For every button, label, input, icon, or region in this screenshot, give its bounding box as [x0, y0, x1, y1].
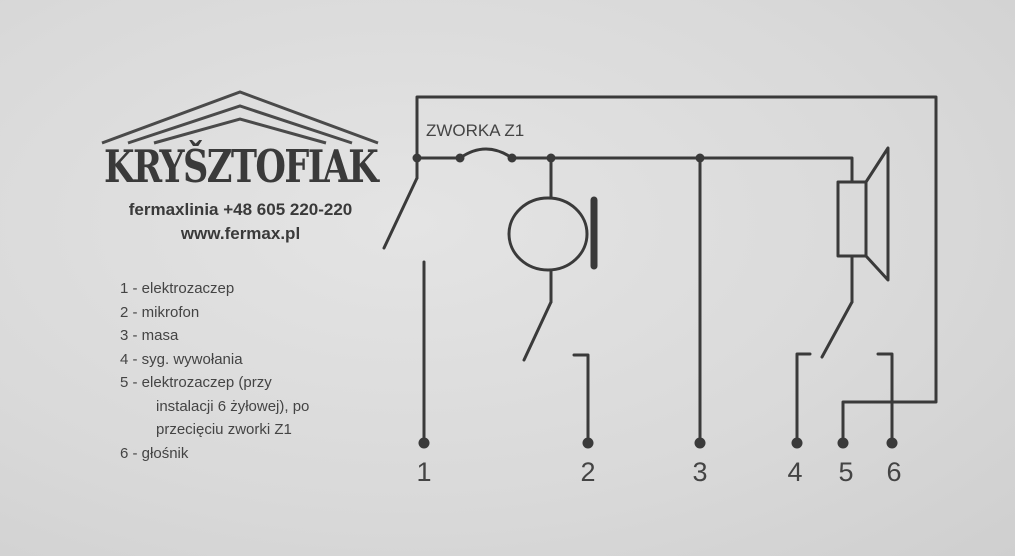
- terminal-label: 4: [787, 457, 802, 487]
- switch-1-blade: [382, 176, 419, 250]
- legend-item: instalacji 6 żyłowej), po: [156, 397, 310, 415]
- legend-item: 1 - elektrozaczep: [120, 280, 235, 297]
- switch-4-blade: [820, 300, 854, 359]
- speaker-cone: [864, 146, 890, 282]
- legend-item: 5 - elektrozaczep (przy: [120, 374, 272, 391]
- junction-dots: [412, 153, 898, 449]
- terminal-2-wire: [572, 353, 590, 442]
- legend-item: 2 - mikrofon: [120, 303, 200, 321]
- speaker-icon: [836, 180, 868, 258]
- contact-block: fermaxlinia +48 605 220-220 www.fermax.p…: [98, 198, 383, 246]
- switch-2-blade: [522, 300, 553, 362]
- terminal-label: 3: [692, 457, 707, 487]
- roof-logo-icon: [101, 90, 379, 145]
- jumper-z1: [458, 147, 514, 160]
- website: www.fermax.pl: [180, 224, 301, 243]
- phone-line: fermaxlinia +48 605 220-220: [128, 200, 353, 219]
- legend-item: przecięciu zworki Z1: [156, 421, 292, 438]
- terminal-4-wire: [795, 352, 812, 442]
- terminal-label: 1: [416, 457, 431, 487]
- legend-item: 4 - syg. wywołania: [120, 350, 243, 368]
- bus-to-speaker: [510, 156, 854, 184]
- legend-item: 6 - głośnik: [120, 444, 189, 462]
- outer-loop-wire: [415, 95, 938, 442]
- terminal-label: 5: [838, 457, 853, 487]
- jumper-label: ZWORKA Z1: [426, 121, 524, 140]
- terminal-label: 2: [580, 457, 595, 487]
- terminal-label: 6: [886, 457, 901, 487]
- terminal-6-wire: [876, 352, 894, 442]
- terminal-legend: 1 - elektrozaczep 2 - mikrofon 3 - masa …: [120, 277, 400, 465]
- legend-item: 3 - masa: [120, 327, 179, 344]
- microphone-icon: [507, 196, 589, 272]
